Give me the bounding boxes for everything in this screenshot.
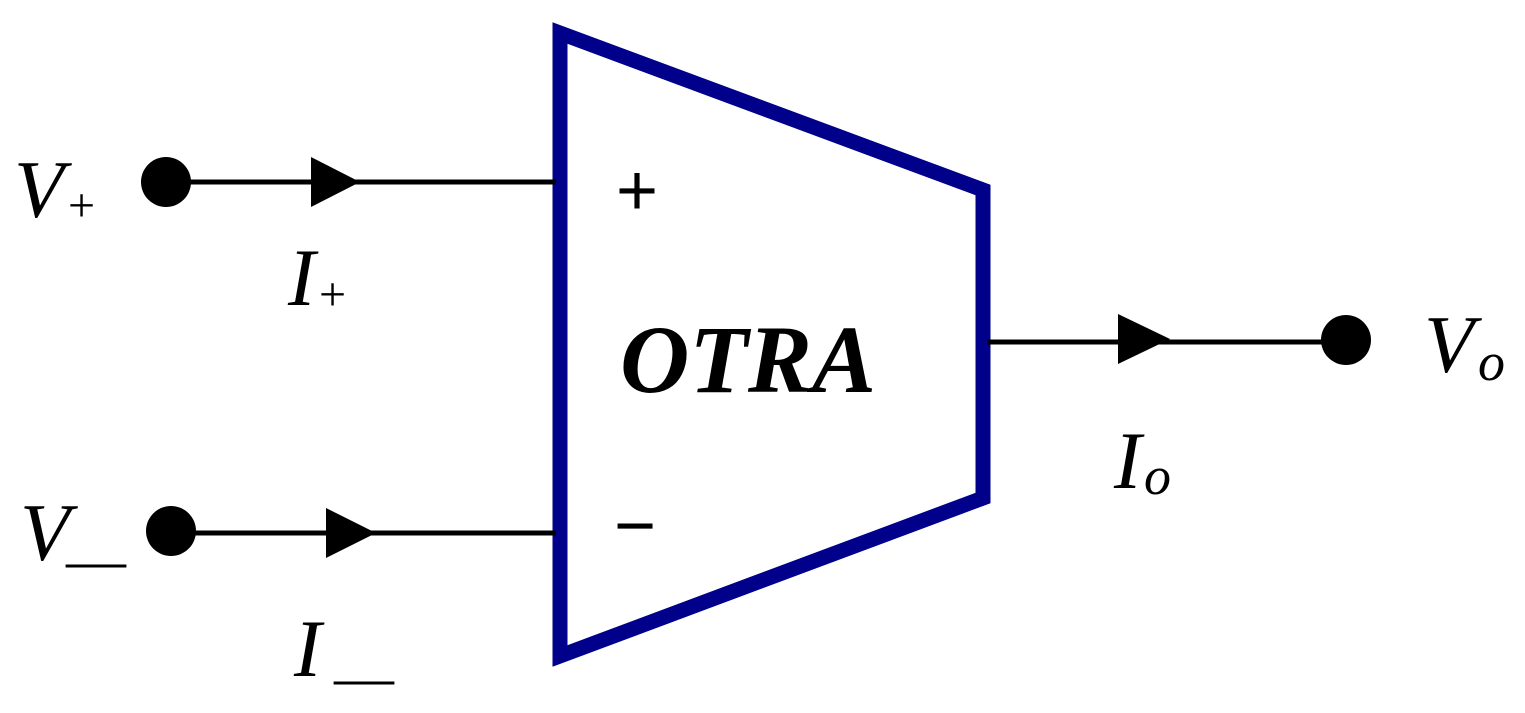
otra-block-outline bbox=[552, 22, 991, 667]
i-out-subscript: o bbox=[1144, 446, 1171, 506]
v-minus-symbol: V bbox=[20, 487, 78, 578]
non-inverting-input-branch bbox=[141, 157, 556, 207]
inverting-input-branch bbox=[146, 506, 556, 558]
i-plus-arrow-icon bbox=[311, 157, 360, 207]
v-minus-label: V — bbox=[20, 487, 127, 593]
v-out-terminal-node[interactable] bbox=[1321, 315, 1371, 365]
i-out-label: I o bbox=[1113, 415, 1171, 506]
v-minus-terminal-node[interactable] bbox=[146, 506, 196, 556]
i-minus-label: I — bbox=[293, 603, 395, 710]
minus-input-sign: − bbox=[614, 486, 656, 566]
i-minus-arrow-icon bbox=[326, 508, 376, 558]
v-out-subscript: o bbox=[1478, 332, 1505, 392]
v-minus-subscript: — bbox=[65, 527, 127, 593]
output-branch bbox=[987, 314, 1371, 365]
v-plus-subscript: + bbox=[68, 179, 95, 232]
i-minus-subscript: — bbox=[333, 644, 395, 710]
v-plus-label: V + bbox=[14, 144, 95, 235]
i-out-arrow-icon bbox=[1118, 314, 1170, 364]
i-plus-subscript: + bbox=[319, 268, 346, 321]
v-plus-terminal-node[interactable] bbox=[141, 157, 191, 207]
otra-block-label: OTRA bbox=[620, 306, 876, 413]
i-plus-label: I + bbox=[287, 232, 346, 323]
i-out-symbol: I bbox=[1113, 415, 1145, 506]
i-plus-symbol: I bbox=[287, 232, 319, 323]
plus-input-sign: + bbox=[616, 151, 658, 231]
i-minus-symbol: I bbox=[293, 603, 325, 694]
v-out-label: V o bbox=[1424, 299, 1505, 392]
v-out-symbol: V bbox=[1424, 299, 1482, 390]
v-plus-symbol: V bbox=[14, 144, 72, 235]
